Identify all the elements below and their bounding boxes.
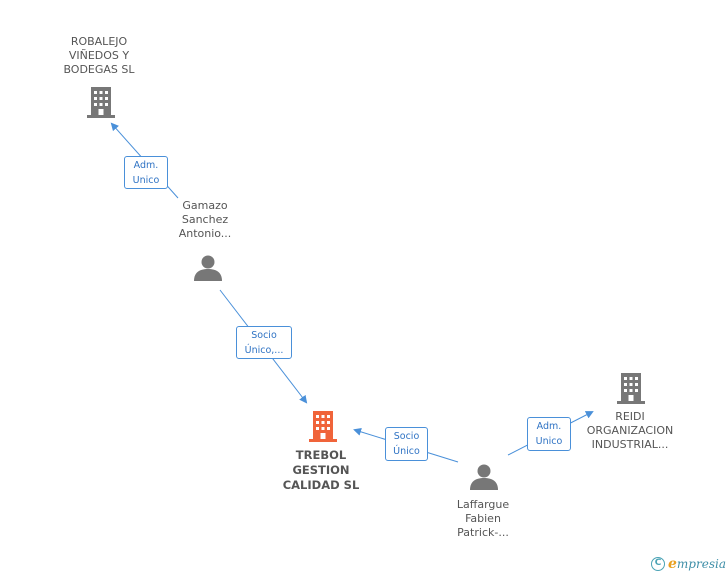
building-icon[interactable]	[85, 85, 117, 119]
node-trebol-label[interactable]: TREBOL GESTION CALIDAD SL	[282, 448, 360, 492]
empresia-logo[interactable]: empresia	[668, 556, 726, 572]
edge-label-line1: Adm.	[133, 160, 159, 171]
building-icon[interactable]	[615, 371, 647, 405]
empresia-footer[interactable]: C empresia	[651, 556, 726, 572]
edge-label-adm-unico-reidi[interactable]: Adm. Unico	[527, 417, 571, 451]
node-reidi-label[interactable]: REIDI ORGANIZACION INDUSTRIAL...	[586, 410, 674, 451]
edge-label-line2: Unico	[535, 436, 563, 447]
node-laffargue-label[interactable]: Laffargue Fabien Patrick-...	[456, 498, 510, 539]
node-gamazo-label[interactable]: Gamazo Sanchez Antonio...	[178, 199, 232, 240]
edge-label-adm-unico-robalejo[interactable]: Adm. Unico	[124, 156, 168, 189]
edge-label-line1: Adm.	[536, 421, 562, 432]
building-icon[interactable]	[307, 409, 339, 443]
node-robalejo-label[interactable]: ROBALEJO VIÑEDOS Y BODEGAS SL	[63, 35, 135, 76]
edge-label-socio-unico-laffargue[interactable]: Socio Único	[385, 427, 428, 461]
edge-label-socio-unico-gamazo[interactable]: Socio Único,...	[236, 326, 292, 359]
person-icon[interactable]	[193, 254, 223, 282]
brand-initial: e	[668, 556, 677, 572]
brand-rest: mpresia	[676, 557, 726, 571]
edge-label-line1: Socio	[393, 431, 420, 442]
edge-label-line2: Único,...	[244, 345, 284, 356]
copyright-icon: C	[651, 557, 665, 571]
person-icon[interactable]	[469, 463, 499, 491]
edge-label-line2: Único	[393, 446, 420, 457]
edge-label-line2: Unico	[132, 175, 160, 186]
edge-label-line1: Socio	[251, 330, 277, 341]
